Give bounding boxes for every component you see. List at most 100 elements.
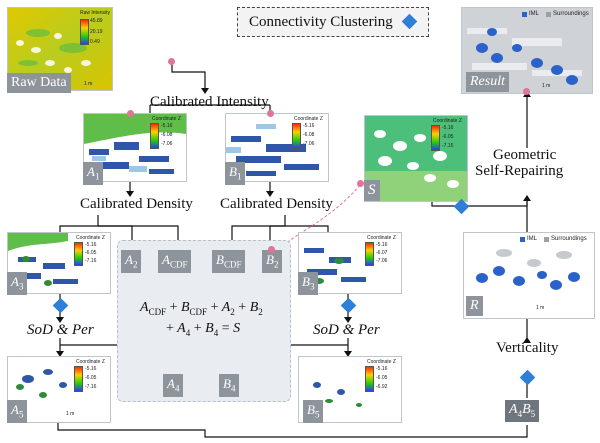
result-tag-text: Result — [470, 74, 505, 89]
bcdf-base: B — [216, 252, 224, 267]
r-legend-surroundings: Surroundings — [551, 236, 587, 242]
a5-color-scale — [74, 366, 83, 392]
b3-tag-base: B — [302, 274, 310, 289]
a3-tag-base: A — [11, 274, 19, 289]
raw-tick-0: 45.89 — [90, 18, 103, 24]
raw-data-tag-text: Raw Data — [11, 75, 67, 90]
r-iml-swatch — [520, 237, 525, 242]
eq-a2: A — [221, 300, 231, 315]
a2-sub: 2 — [132, 259, 138, 270]
b1-tick-2: -7.06 — [303, 141, 315, 147]
a4b5-base2: B — [522, 402, 531, 417]
b5-tick-2: -6.92 — [376, 384, 388, 390]
result-surroundings-swatch — [546, 12, 551, 17]
a4-base: A — [167, 376, 175, 391]
acdf-base: A — [162, 252, 170, 267]
bcdf-tag: BCDF — [212, 250, 246, 273]
eq-sub3: 2 — [258, 306, 263, 317]
b2-node — [268, 246, 275, 253]
r-surroundings-swatch — [544, 237, 549, 242]
eq-b4: B — [205, 320, 214, 336]
a5-tag-base: A — [11, 402, 19, 417]
eq-sub2: 2 — [230, 306, 235, 317]
r-panel: IML Surroundings 1 m — [463, 232, 595, 319]
raw-scale-bar-label: 1 m — [84, 81, 93, 87]
calibrated-density-left-label: Calibrated Density — [80, 196, 193, 212]
b5-legend-title: Coordinate Z — [367, 359, 396, 365]
s-tag: S — [364, 180, 380, 201]
eq-cdf1: CDF — [148, 306, 167, 317]
eq-sub5: 4 — [213, 327, 219, 338]
a4b5-tag: A4B5 — [505, 400, 540, 422]
a1-tick-2: -7.06 — [161, 141, 173, 147]
a5-tick-2: -7.16 — [85, 384, 97, 390]
eq-a4: A — [177, 320, 186, 336]
s-tick-1: -6.05 — [442, 134, 454, 140]
a5-scale-bar-label: 1 m — [66, 411, 75, 417]
a5-tag-sub: 5 — [18, 409, 24, 420]
connectivity-label: Connectivity Clustering — [249, 14, 393, 30]
r-image — [464, 233, 594, 318]
a3-tag: A3 — [7, 272, 28, 295]
eq-a: A — [140, 300, 149, 315]
a1-tick-1: -6.08 — [161, 132, 173, 138]
b2-sub: 2 — [273, 259, 279, 270]
a1-panel: Coordinate Z -5.16 -6.08 -7.06 — [83, 113, 187, 182]
a3-tick-2: -7.16 — [85, 258, 97, 264]
connectivity-legend-box: Connectivity Clustering — [237, 7, 429, 37]
s-panel: Coordinate Z -5.16 -6.05 -7.15 — [364, 115, 468, 202]
a5-tag: A5 — [7, 400, 28, 423]
equation-line2: + A4 + B4 = S — [140, 321, 280, 338]
raw-legend-title: Raw Intensity — [80, 10, 111, 16]
eq-plus3: + — [238, 300, 247, 315]
r-tag: R — [466, 296, 483, 316]
verticality-label: Verticality — [496, 340, 559, 356]
geometric-label-line1: Geometric — [493, 147, 557, 163]
s-tag-text: S — [368, 182, 376, 198]
a4-sub: 4 — [174, 383, 180, 394]
a3-tag-sub: 3 — [18, 281, 24, 292]
eq-s: S — [233, 320, 241, 336]
r-scale-bar-label: 1 m — [536, 305, 545, 311]
b5-tag-sub: 5 — [314, 409, 320, 420]
eq-plus1: + — [169, 300, 178, 315]
result-tag: Result — [466, 72, 509, 92]
sod-per-left-label: SoD & Per — [27, 322, 94, 338]
eq-b: B — [180, 300, 190, 315]
b5-tick-0: -5.16 — [376, 366, 388, 372]
b2-base: B — [266, 252, 274, 267]
s-tick-0: -5.16 — [442, 125, 454, 131]
equation: ACDF + BCDF + A2 + B2 + A4 + B4 = S — [140, 300, 280, 338]
b3-tick-2: -7.06 — [376, 258, 388, 264]
b1-tick-1: -6.08 — [303, 132, 315, 138]
b4-base: B — [223, 376, 231, 391]
s-color-scale — [431, 125, 440, 151]
b5-tag: B5 — [303, 400, 324, 423]
a3-color-scale — [74, 242, 83, 266]
a3-tick-0: -5.16 — [85, 242, 97, 248]
s-tick-2: -7.15 — [442, 143, 454, 149]
eq-plus5: + — [193, 320, 202, 336]
raw-color-scale — [80, 19, 89, 45]
b3-legend-title: Coordinate Z — [367, 235, 396, 241]
a3-tick-1: -6.05 — [85, 250, 97, 256]
b1-tick-0: -5.16 — [303, 123, 315, 129]
result-legend-surroundings: Surroundings — [553, 11, 589, 17]
raw-data-tag: Raw Data — [7, 73, 71, 93]
b2-tag: B2 — [262, 250, 283, 273]
raw-tick-2: 0.49 — [90, 39, 100, 45]
calibrated-density-right-label: Calibrated Density — [220, 196, 333, 212]
eq-b2: B — [249, 300, 259, 315]
result-node — [523, 88, 530, 95]
b3-tick-1: -6.07 — [376, 250, 388, 256]
a5-legend-title: Coordinate Z — [76, 359, 105, 365]
result-legend-iml: IML — [529, 11, 540, 17]
a1-legend-title: Coordinate Z — [152, 116, 181, 122]
b3-tag-sub: 3 — [309, 281, 315, 292]
a1-tag-sub: 1 — [94, 171, 100, 182]
a2-base: A — [125, 252, 133, 267]
b4-sub: 4 — [230, 383, 236, 394]
a1-tag-base: A — [87, 164, 95, 179]
acdf-tag: ACDF — [158, 250, 192, 273]
b1-tag-base: B — [229, 164, 237, 179]
